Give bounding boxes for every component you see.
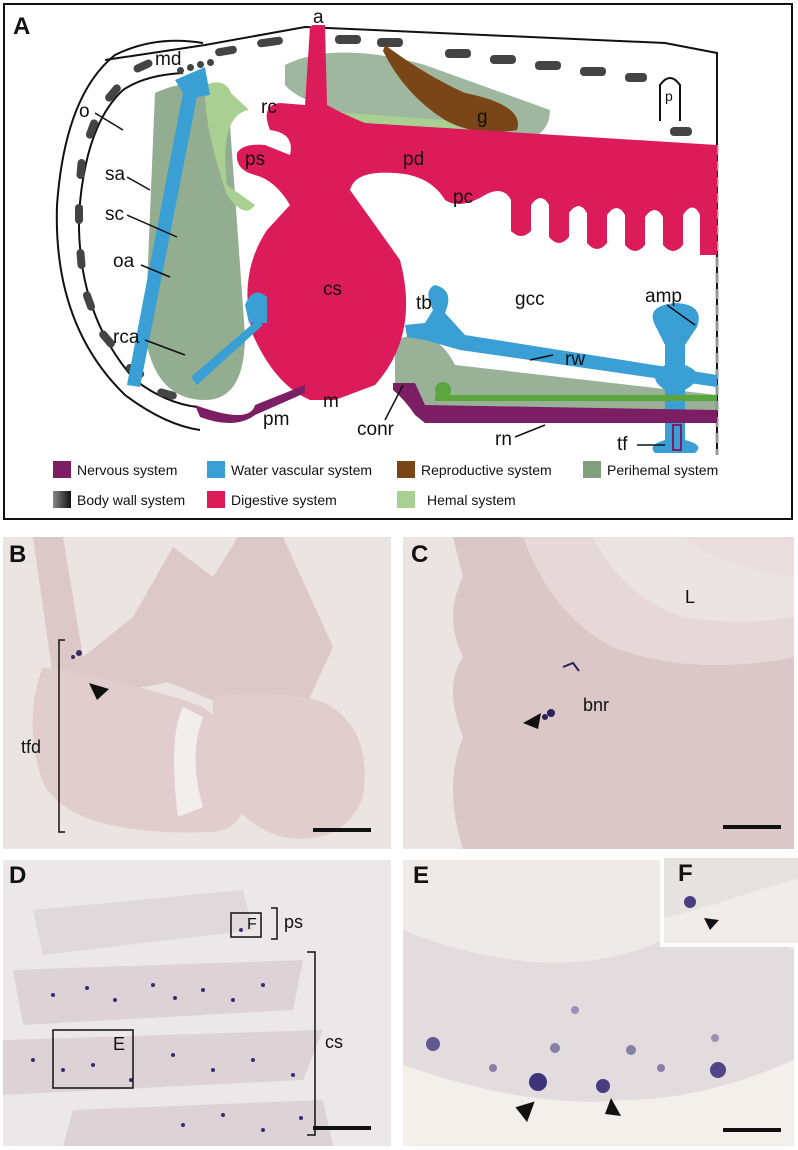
perihemal-bottom bbox=[395, 335, 717, 410]
arrowhead-e1 bbox=[515, 1101, 535, 1123]
panel-label-c: C bbox=[411, 541, 429, 568]
label-amp: amp bbox=[645, 286, 682, 307]
bracket-ps bbox=[271, 907, 278, 940]
panel-f-tissue bbox=[664, 858, 798, 943]
bracket-cs bbox=[307, 951, 316, 1136]
panel-label-b: B bbox=[9, 541, 27, 568]
legend-item-perihemal: Perihemal system bbox=[583, 461, 718, 478]
radial-nerve bbox=[393, 383, 717, 423]
panel-label-e: E bbox=[413, 862, 430, 889]
label-tf: tf bbox=[617, 434, 628, 455]
panel-c-tissue bbox=[403, 537, 794, 849]
panel-d-micrograph: D ps F cs E bbox=[3, 860, 391, 1146]
label-tb: tb bbox=[416, 293, 432, 314]
label-o: o bbox=[79, 101, 90, 122]
svg-text:Body wall system: Body wall system bbox=[77, 492, 185, 508]
label-pc: pc bbox=[453, 187, 473, 208]
radial-water-canal bbox=[127, 67, 210, 387]
legend-item-digestive: Digestive system bbox=[207, 491, 337, 508]
label-sa: sa bbox=[105, 164, 126, 185]
inset-box-e bbox=[52, 1029, 134, 1089]
label-cs-d: cs bbox=[325, 1032, 343, 1052]
panel-a-diagram: a md o sa sc oa rca rc ps pd pc cs tb gc… bbox=[3, 3, 793, 520]
perihemal-line bbox=[435, 395, 717, 401]
leader-lines bbox=[94, 112, 696, 446]
label-sc: sc bbox=[105, 204, 124, 225]
panel-d-tissue bbox=[3, 860, 391, 1146]
nerve-ring-left bbox=[195, 385, 305, 424]
label-ps: ps bbox=[245, 149, 265, 170]
svg-text:Digestive system: Digestive system bbox=[231, 492, 337, 508]
panel-label-a: A bbox=[13, 13, 31, 40]
inset-box-f bbox=[230, 912, 262, 938]
body-wall-outline bbox=[104, 25, 718, 455]
svg-text:Nervous system: Nervous system bbox=[77, 462, 177, 478]
label-rn: rn bbox=[495, 429, 512, 450]
label-gcc: gcc bbox=[515, 289, 545, 310]
label-f-box: F bbox=[247, 916, 257, 933]
legend-item-hemal: Hemal system bbox=[397, 491, 516, 508]
label-md: md bbox=[155, 49, 181, 70]
water-canal-link bbox=[191, 320, 263, 385]
label-e-box: E bbox=[113, 1034, 126, 1054]
label-rc: rc bbox=[261, 97, 277, 118]
label-g: g bbox=[477, 107, 488, 128]
label-pm: pm bbox=[263, 409, 289, 430]
outer-body-wall bbox=[55, 39, 204, 431]
label-cs: cs bbox=[323, 279, 342, 300]
svg-text:Reproductive system: Reproductive system bbox=[421, 462, 552, 478]
label-l: L bbox=[685, 587, 696, 607]
label-a: a bbox=[313, 7, 324, 28]
label-ps-d: ps bbox=[284, 912, 304, 932]
panel-label-d: D bbox=[9, 862, 27, 889]
arrowhead-c bbox=[523, 713, 541, 729]
legend: Nervous system Water vascular system Rep… bbox=[53, 461, 718, 508]
bracket-tfd bbox=[58, 639, 65, 833]
label-p: p bbox=[665, 88, 673, 104]
stained-cells bbox=[31, 928, 303, 1132]
legend-item-reproductive: Reproductive system bbox=[397, 461, 552, 478]
label-oa: oa bbox=[113, 251, 135, 272]
svg-text:Water vascular system: Water vascular system bbox=[231, 462, 372, 478]
stained-cells-e bbox=[426, 1006, 726, 1093]
label-tfd: tfd bbox=[21, 737, 42, 757]
arrowhead-e2 bbox=[605, 1098, 621, 1116]
panel-e-tissue bbox=[403, 860, 794, 1146]
label-pd: pd bbox=[403, 149, 424, 170]
digestive-system bbox=[236, 25, 717, 400]
svg-text:Hemal system: Hemal system bbox=[427, 492, 516, 508]
panel-c-micrograph: C L bnr bbox=[403, 537, 794, 849]
panel-label-f: F bbox=[678, 860, 693, 887]
label-rca: rca bbox=[113, 327, 140, 348]
gonad bbox=[383, 45, 518, 133]
hemal-left bbox=[204, 82, 255, 211]
panel-f-inset: F bbox=[660, 858, 798, 947]
legend-item-body-wall: Body wall system bbox=[53, 491, 185, 508]
label-bnr: bnr bbox=[583, 695, 610, 715]
arrowhead-b bbox=[89, 683, 109, 700]
panel-b-micrograph: B tfd bbox=[3, 537, 391, 849]
svg-text:Perihemal system: Perihemal system bbox=[607, 462, 718, 478]
diagram-labels: a md o sa sc oa rca rc ps pd pc cs tb gc… bbox=[79, 7, 682, 455]
panel-b-tissue bbox=[3, 537, 391, 849]
label-rw: rw bbox=[565, 349, 585, 370]
arrowhead-f bbox=[704, 918, 719, 930]
label-conr: conr bbox=[357, 419, 395, 440]
ring-water bbox=[245, 292, 267, 323]
ampulla-foot bbox=[652, 303, 699, 453]
legend-item-nervous: Nervous system bbox=[53, 461, 177, 478]
label-m: m bbox=[323, 391, 339, 412]
tube-foot-nerve bbox=[672, 424, 682, 451]
legend-item-water-vascular: Water vascular system bbox=[207, 461, 372, 478]
papula bbox=[659, 77, 681, 121]
anatomy-schematic: a md o sa sc oa rca rc ps pd pc cs tb gc… bbox=[53, 7, 719, 508]
